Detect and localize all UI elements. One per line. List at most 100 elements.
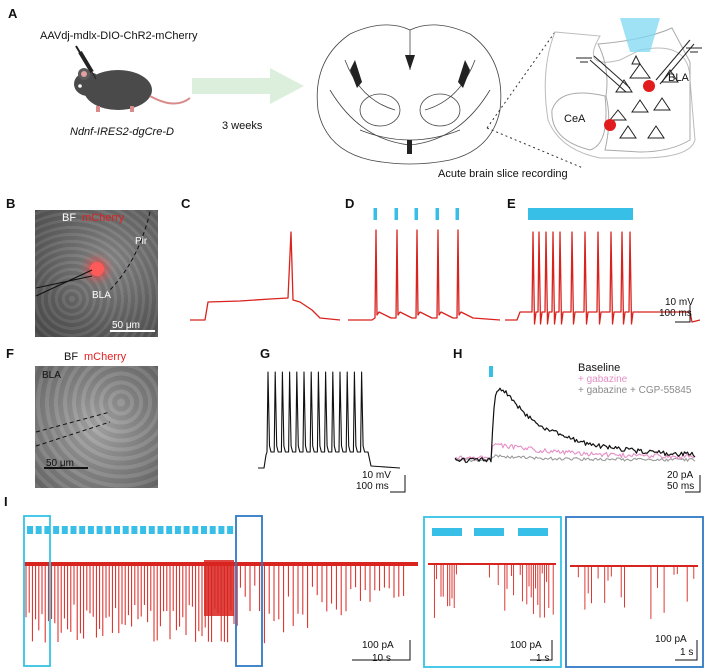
micro-b-mcherry: mCherry	[82, 212, 125, 224]
trace-c	[190, 231, 341, 321]
light-pulse	[27, 526, 33, 534]
micro-f-scalebar-label: 50 μm	[46, 458, 74, 469]
light-pulse	[70, 526, 77, 534]
light-pulse	[183, 526, 190, 534]
legend-gabazine: + gabazine	[578, 374, 628, 385]
trace-i-burst	[204, 560, 234, 616]
light-pulse	[432, 528, 462, 536]
light-step	[528, 208, 633, 220]
recorded-cell	[643, 80, 655, 92]
scalebar-cde-mv: 10 mV	[665, 297, 694, 308]
light-pulse	[192, 526, 199, 534]
micro-f-bla: BLA	[42, 370, 61, 381]
light-pulse	[474, 528, 504, 536]
light-pulse	[218, 526, 225, 534]
light-pulse	[489, 366, 493, 377]
zoom-line	[486, 31, 556, 129]
light-pulse	[209, 526, 216, 534]
light-pulse	[122, 526, 129, 534]
trace-h-baseline	[454, 387, 696, 463]
scalebar-i3-s: 1 s	[680, 647, 694, 658]
highlight-box-blue	[235, 515, 263, 667]
highlight-box-cyan	[23, 515, 51, 667]
pipette-outline	[35, 269, 93, 297]
micro-b-scalebar-label: 50 μm	[112, 320, 140, 331]
virus-label: AAVdj-mdlx-DIO-ChR2-mCherry	[40, 30, 198, 42]
trace-g	[258, 371, 401, 469]
panel-label-h: H	[453, 346, 463, 361]
light-pulse	[435, 208, 439, 220]
light-pulse	[166, 526, 173, 534]
light-pulse	[53, 526, 60, 534]
scalebar-i2-s: 1 s	[536, 653, 550, 664]
scalebar-i2	[530, 640, 553, 661]
panel-label-d: D	[345, 196, 355, 211]
light-pulse	[79, 526, 86, 534]
micro-b-bf: BF	[62, 212, 77, 224]
trace-i	[24, 526, 698, 644]
panel-label-f: F	[6, 346, 14, 361]
panel-label-i: I	[4, 494, 8, 509]
scalebar-h-pa: 20 pA	[667, 470, 694, 481]
recorded-cell	[604, 119, 616, 131]
light-pulse	[201, 526, 207, 534]
trace-d	[348, 208, 501, 321]
light-pulse	[414, 208, 418, 220]
scalebar-i3	[675, 640, 698, 661]
micrograph-b	[35, 210, 158, 337]
trace-i3-baseline	[570, 565, 698, 567]
scalebar-g	[390, 475, 406, 493]
light-pulse	[394, 208, 398, 220]
light-cone	[620, 18, 660, 52]
mouse-line-label: Ndnf-IRES2-dgCre-D	[70, 126, 174, 138]
panel-label-e: E	[507, 196, 516, 211]
brain-ventricles	[350, 55, 470, 154]
light-pulse	[87, 526, 94, 534]
pir-boundary	[107, 211, 151, 293]
trace-d-line	[348, 229, 501, 321]
trace-e	[505, 208, 701, 325]
legend-baseline: Baseline	[578, 362, 621, 374]
trace-c-line	[190, 231, 341, 321]
scalebar-h	[685, 475, 701, 493]
light-pulse	[61, 526, 68, 534]
light-pulse	[227, 526, 234, 534]
labeled-cell	[90, 262, 104, 276]
micro-b-bla: BLA	[92, 290, 111, 301]
trace-g-line	[258, 371, 401, 469]
scalebar-g-mv: 10 mV	[362, 470, 391, 481]
panel-label-a: A	[8, 6, 18, 21]
trace-h-cgp	[454, 454, 696, 463]
legend-cgp: + gabazine + CGP-55845	[578, 385, 692, 396]
zoom-line	[486, 127, 584, 169]
light-pulse	[44, 526, 51, 534]
pipette-outline	[35, 275, 93, 289]
zoom-box-cyan	[423, 516, 562, 668]
panel-label-c: C	[181, 196, 191, 211]
trace-h	[454, 366, 696, 463]
light-pulse	[518, 528, 548, 536]
light-pulse	[131, 526, 138, 534]
micro-f-bf: BF	[64, 351, 79, 363]
panel-label-g: G	[260, 346, 271, 361]
light-pulse	[96, 526, 103, 534]
light-pulse	[148, 526, 155, 534]
delay-label: 3 weeks	[222, 120, 263, 132]
pipette-outline	[35, 421, 111, 447]
light-pulse	[114, 526, 120, 534]
arrow-shape	[192, 68, 304, 104]
cea-label: CeA	[564, 113, 586, 125]
scalebar-i3-pa: 100 pA	[655, 634, 687, 645]
scalebar-g-ms: 100 ms	[356, 481, 389, 492]
light-pulse	[455, 208, 459, 220]
trace-i2-baseline	[428, 563, 556, 565]
electrode-icon	[576, 39, 702, 93]
zoom-box-blue	[565, 516, 704, 668]
light-pulse	[35, 526, 42, 534]
scalebar-cde-ms: 100 ms	[659, 308, 692, 319]
light-pulse	[157, 526, 164, 534]
scalebar-i1-s: 10 s	[372, 653, 391, 664]
trace-h-gabazine	[454, 442, 696, 461]
scalebar-cde	[675, 305, 691, 323]
